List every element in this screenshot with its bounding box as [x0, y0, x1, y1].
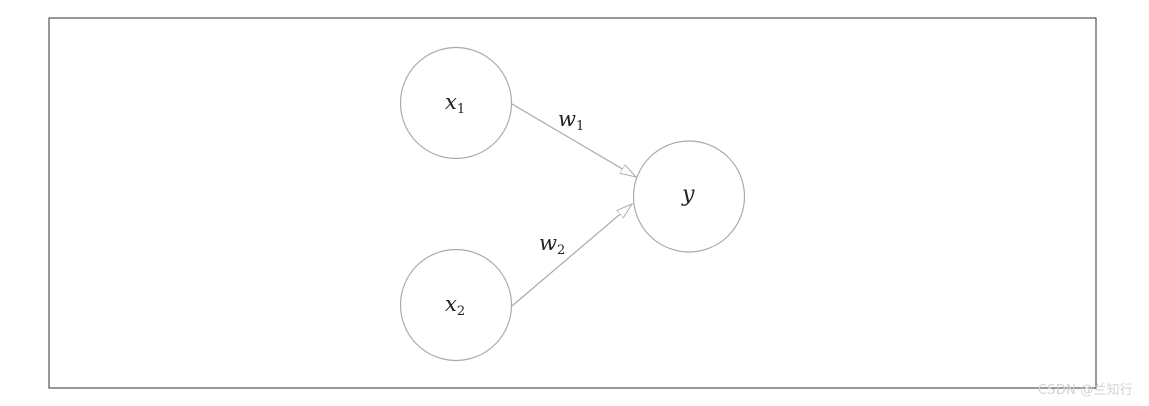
node-x1: x1 [399, 46, 513, 160]
node-x2-circle [399, 248, 513, 362]
diagram-frame [48, 17, 1097, 389]
edge-label-w2: w2 [539, 231, 565, 258]
watermark-text: CSDN @兰知行 [1038, 383, 1133, 398]
node-y: y [632, 140, 746, 253]
edge-x1-y [511, 103, 636, 177]
edge-label-w1: w1 [558, 107, 584, 134]
node-x2: x2 [399, 248, 513, 362]
edge-x2-y [511, 204, 632, 307]
node-x1-label: x1 [445, 90, 465, 117]
node-y-label: y [681, 182, 695, 207]
node-x1-circle [399, 46, 513, 160]
node-x2-label: x2 [445, 292, 465, 319]
node-y-circle [632, 140, 746, 253]
